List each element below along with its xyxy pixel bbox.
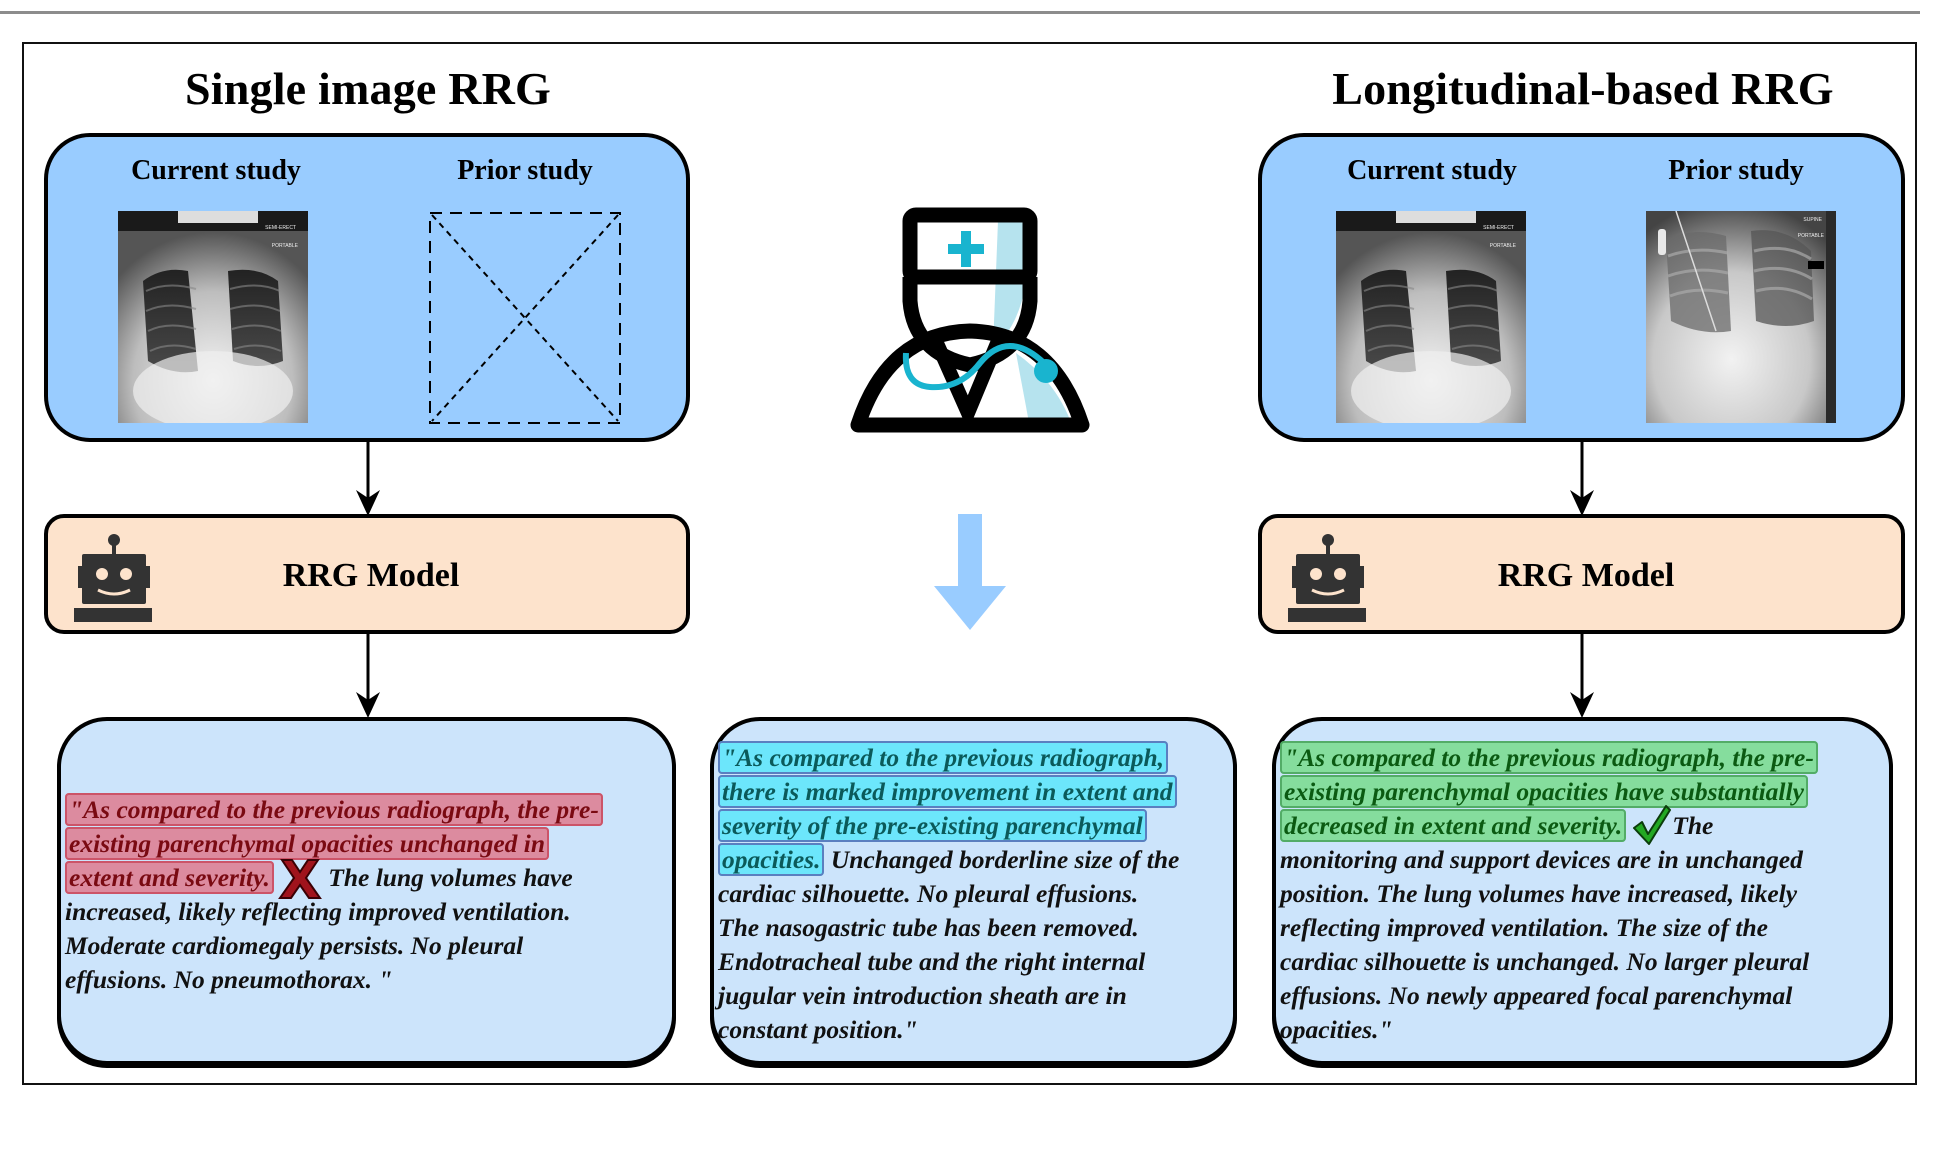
report-line: existing parenchymal opacities unchanged… bbox=[65, 827, 603, 861]
correct-highlight: decreased in extent and severity. bbox=[1280, 809, 1627, 842]
current-study-xray-image: SEMI-ERECT PORTABLE bbox=[1336, 211, 1526, 423]
left-arrow-to-report bbox=[356, 632, 380, 718]
report-line: effusions. No newly appeared focal paren… bbox=[1280, 981, 1793, 1010]
radiologist-report-text: "As compared to the previous radiograph,… bbox=[718, 741, 1179, 1047]
right-panel-title: Longitudinal-based RRG bbox=[1332, 63, 1834, 114]
right-model-label: RRG Model bbox=[1497, 557, 1675, 594]
reference-highlight: there is marked improvement in extent an… bbox=[718, 775, 1177, 808]
right-study-box: Current study Prior study SEMI-ERECT POR… bbox=[1258, 133, 1905, 442]
right-rrg-model-box: RRG Model bbox=[1258, 514, 1905, 634]
report-line: "As compared to the previous radiograph,… bbox=[1280, 741, 1818, 775]
report-line: reflecting improved ventilation. The siz… bbox=[1280, 913, 1768, 942]
report-line: Endotracheal tube and the right internal bbox=[718, 947, 1146, 976]
report-line: "As compared to the previous radiograph, bbox=[718, 741, 1179, 775]
right-arrow-to-report bbox=[1570, 632, 1594, 718]
missing-prior-image-placeholder bbox=[428, 211, 622, 425]
incorrect-highlight: "As compared to the previous radiograph,… bbox=[65, 793, 603, 826]
current-study-label: Current study bbox=[131, 155, 301, 186]
report-line: effusions. No pneumothorax. " bbox=[65, 965, 393, 994]
report-line: position. The lung volumes have increase… bbox=[1280, 879, 1798, 908]
reference-highlight: "As compared to the previous radiograph, bbox=[718, 741, 1169, 774]
robot-icon bbox=[74, 534, 152, 622]
doctor-icon bbox=[850, 207, 1090, 433]
report-line: jugular vein introduction sheath are in bbox=[718, 981, 1127, 1010]
prior-study-label: Prior study bbox=[1668, 155, 1804, 186]
down-arrow-icon bbox=[934, 514, 1006, 630]
report-line: extent and severity. The lung volumes ha… bbox=[65, 859, 603, 900]
report-line: opacities." bbox=[1280, 1015, 1393, 1044]
report-line: decreased in extent and severity.The bbox=[1280, 805, 1818, 846]
reference-highlight: severity of the pre-existing parenchymal bbox=[718, 809, 1147, 842]
left-model-label: RRG Model bbox=[282, 557, 460, 594]
right-arrow-to-model bbox=[1570, 440, 1594, 516]
left-report-text: "As compared to the previous radiograph,… bbox=[65, 793, 603, 997]
report-line: The nasogastric tube has been removed. bbox=[718, 913, 1139, 942]
chest-xray-image bbox=[118, 211, 308, 423]
report-line: monitoring and support devices are in un… bbox=[1280, 845, 1803, 874]
chest-xray-image bbox=[1336, 211, 1526, 423]
right-report-text: "As compared to the previous radiograph,… bbox=[1280, 741, 1818, 1047]
left-study-box: Current study Prior study SEMI-ERECT POR… bbox=[44, 133, 690, 442]
xray-tag-portable: PORTABLE bbox=[1489, 243, 1516, 249]
report-line: increased, likely reflecting improved ve… bbox=[65, 897, 571, 926]
correct-highlight: existing parenchymal opacities have subs… bbox=[1280, 775, 1808, 808]
reference-highlight: opacities. bbox=[718, 843, 825, 876]
incorrect-highlight: existing parenchymal opacities unchanged… bbox=[65, 827, 550, 860]
report-line: opacities. Unchanged borderline size of … bbox=[718, 843, 1179, 877]
correct-highlight: "As compared to the previous radiograph,… bbox=[1280, 741, 1818, 774]
green-checkmark-icon bbox=[1633, 805, 1672, 846]
top-rule bbox=[0, 11, 1920, 14]
robot-icon bbox=[1288, 534, 1366, 622]
report-line: existing parenchymal opacities have subs… bbox=[1280, 775, 1818, 809]
report-line: severity of the pre-existing parenchymal bbox=[718, 809, 1179, 843]
xray-tag-portable: PORTABLE bbox=[1797, 233, 1824, 239]
left-panel-title: Single image RRG bbox=[184, 63, 552, 114]
current-study-xray-image: SEMI-ERECT PORTABLE bbox=[118, 211, 308, 423]
left-arrow-to-model bbox=[356, 440, 380, 516]
incorrect-highlight: extent and severity. bbox=[65, 861, 274, 894]
prior-study-label: Prior study bbox=[457, 155, 593, 186]
report-line: constant position." bbox=[718, 1015, 918, 1044]
red-x-cross-icon bbox=[277, 859, 322, 900]
report-line: "As compared to the previous radiograph,… bbox=[65, 793, 603, 827]
left-rrg-model-box: RRG Model bbox=[44, 514, 690, 634]
radiologist-report-box: "As compared to the previous radiograph,… bbox=[710, 717, 1237, 1065]
xray-tag-position: SEMI-ERECT bbox=[1483, 225, 1514, 231]
right-generated-report-box: "As compared to the previous radiograph,… bbox=[1272, 717, 1893, 1065]
report-line: cardiac silhouette is unchanged. No larg… bbox=[1280, 947, 1810, 976]
chest-xray-image bbox=[1646, 211, 1836, 423]
current-study-label: Current study bbox=[1347, 155, 1517, 186]
xray-tag-position: SUPINE bbox=[1803, 217, 1822, 223]
left-generated-report-box: "As compared to the previous radiograph,… bbox=[57, 717, 676, 1065]
xray-tag-portable: PORTABLE bbox=[271, 243, 298, 249]
missing-image-placeholder-icon bbox=[429, 212, 621, 424]
report-line: there is marked improvement in extent an… bbox=[718, 775, 1179, 809]
report-line: Moderate cardiomegaly persists. No pleur… bbox=[65, 931, 524, 960]
xray-tag-position: SEMI-ERECT bbox=[265, 225, 296, 231]
report-line: cardiac silhouette. No pleural effusions… bbox=[718, 879, 1139, 908]
prior-study-xray-image: SUPINE PORTABLE bbox=[1646, 211, 1836, 423]
